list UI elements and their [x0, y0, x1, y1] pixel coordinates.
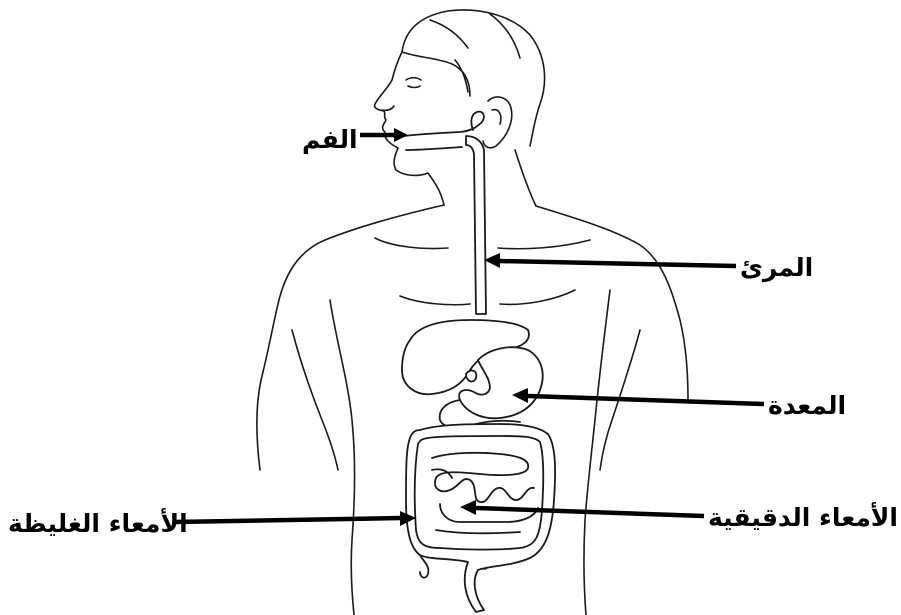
eye	[406, 78, 421, 88]
arrowhead-small-intestine	[460, 500, 476, 515]
label-large-intestine: الأمعاء الغليظة	[8, 511, 188, 536]
label-stomach: المعدة	[768, 393, 846, 418]
label-mouth: الفم	[302, 127, 358, 152]
ear	[483, 97, 512, 148]
small-intestine-coils	[432, 453, 538, 534]
esophagus-tube	[466, 136, 486, 314]
right-shoulder-arm	[536, 206, 688, 400]
label-small-intestine: الأمعاء الدقيقية	[708, 505, 898, 530]
left-torso-side	[330, 300, 355, 615]
arrowhead-esophagus	[484, 253, 500, 268]
neck-back	[515, 150, 536, 206]
pointer-stomach	[528, 396, 764, 404]
pointer-small-intestine	[476, 508, 704, 516]
label-esophagus: المرئ	[740, 255, 813, 280]
nostril	[382, 106, 394, 110]
hair-outline	[402, 10, 545, 146]
appendix	[420, 555, 428, 578]
left-inner-arm	[292, 330, 338, 470]
right-torso-side	[584, 290, 610, 615]
pointer-esophagus	[500, 261, 736, 266]
pointer-large-intestine	[174, 518, 400, 522]
arrowhead-mouth	[394, 128, 408, 142]
face-profile	[375, 52, 444, 205]
